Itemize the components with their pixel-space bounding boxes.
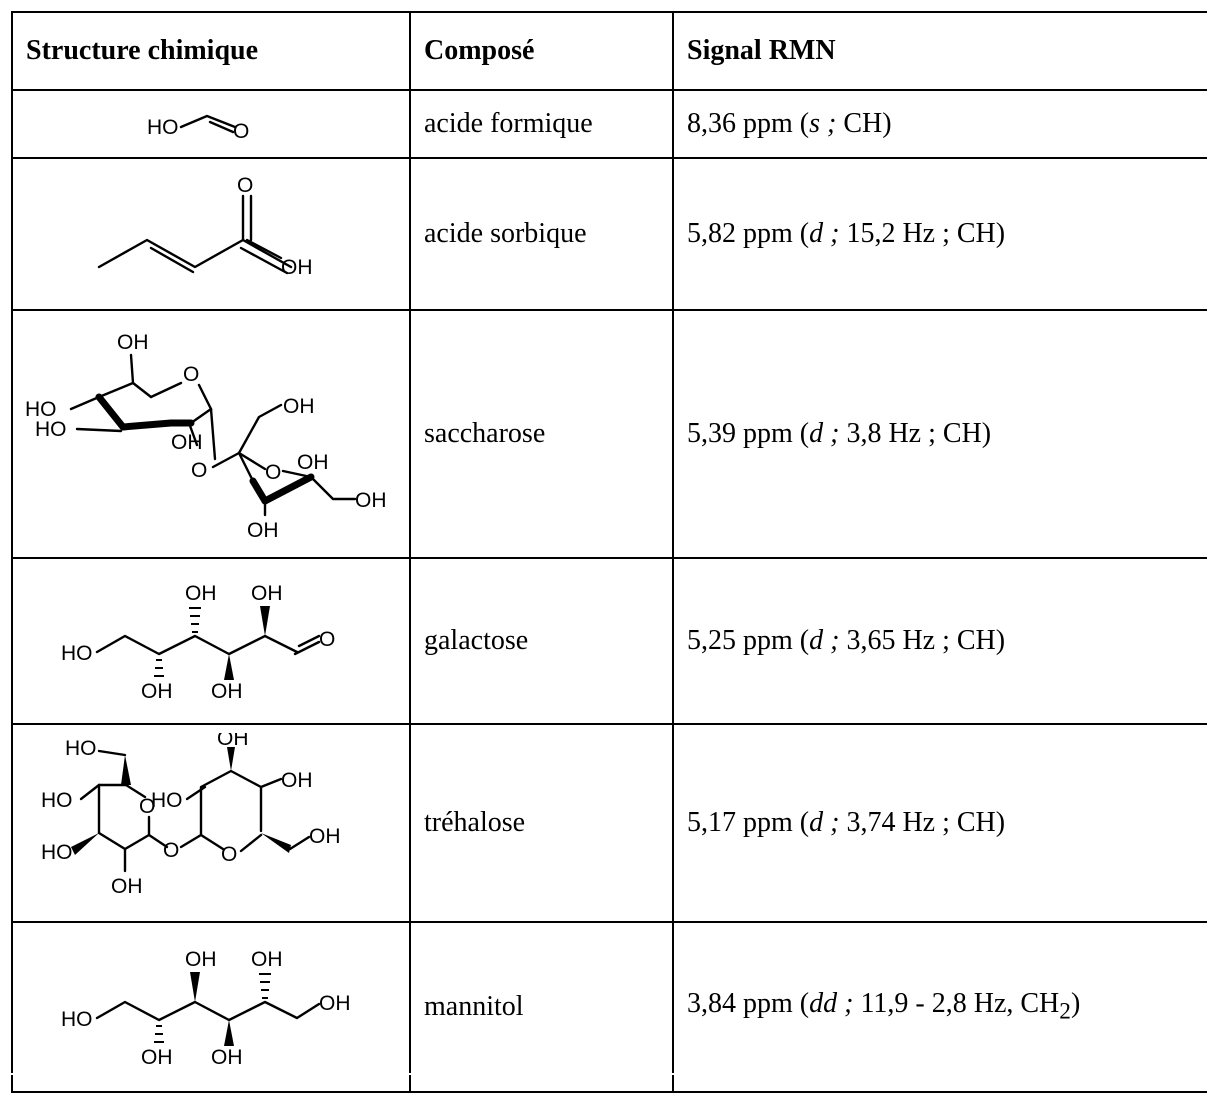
- structure-mannitol: OH OH HO OH OH OH: [11, 921, 411, 1093]
- atom-label: OH: [281, 256, 313, 279]
- atom-label: O: [221, 843, 237, 866]
- header-compound: Composé: [409, 11, 674, 91]
- compound-name: galactose: [409, 557, 674, 725]
- atom-label: OH: [251, 948, 283, 971]
- compound-name: saccharose: [409, 309, 674, 559]
- atom-label: HO: [61, 642, 93, 665]
- nmr-table: Structure chimique Composé Signal RMN HO…: [11, 11, 1207, 1093]
- hashed-bond: [259, 973, 271, 999]
- wedge-bond: [261, 833, 291, 853]
- atom-label: OH: [141, 1046, 173, 1069]
- atom-label: OH: [141, 680, 173, 703]
- wedge-bond: [224, 1020, 234, 1046]
- atom-label: OH: [185, 948, 217, 971]
- compound-name: acide sorbique: [409, 157, 674, 311]
- wedge-bond: [71, 833, 99, 855]
- wedge-bond: [190, 972, 200, 1002]
- table-row: OH O HO HO OH O OH: [11, 309, 1207, 559]
- structure-trehalose: HO O HO HO OH O HO: [11, 723, 411, 923]
- atom-label: OH: [211, 1046, 243, 1069]
- compound-name: tréhalose: [409, 723, 674, 923]
- table-row: OH OH HO O: [11, 557, 1207, 725]
- atom-label: OH: [211, 680, 243, 703]
- nmr-signal: 5,25 ppm (d ; 3,65 Hz ; CH): [672, 557, 1207, 725]
- atom-label: HO: [25, 398, 57, 421]
- atom-label: O: [139, 795, 155, 818]
- table-header-row: Structure chimique Composé Signal RMN: [11, 11, 1207, 91]
- atom-label: O: [183, 363, 199, 386]
- atom-label: OH: [297, 451, 329, 474]
- table-row: OH OH HO OH OH OH: [11, 921, 1207, 1093]
- atom-label: HO: [41, 789, 73, 812]
- wedge-bond: [227, 747, 235, 771]
- compound-name: acide formique: [409, 89, 674, 159]
- table-row: HO O HO HO OH O HO: [11, 723, 1207, 923]
- atom-label: O: [319, 628, 335, 651]
- atom-label: OH: [355, 489, 387, 512]
- nmr-signal: 5,17 ppm (d ; 3,74 Hz ; CH): [672, 723, 1207, 923]
- atom-label: OH: [283, 395, 315, 418]
- table-row: O OH acide sorbique 5,82 ppm (d ; 15,2 H…: [11, 157, 1207, 311]
- wedge-bond: [121, 755, 131, 785]
- structure-formic-acid: HO O: [11, 89, 411, 159]
- compound-name: mannitol: [409, 921, 674, 1093]
- atom-label: OH: [309, 825, 341, 848]
- atom-label: OH: [185, 582, 217, 605]
- atom-label: HO: [41, 841, 73, 864]
- atom-label: OH: [117, 331, 149, 354]
- atom-label: HO: [147, 116, 179, 139]
- atom-label: OH: [247, 519, 279, 542]
- atom-label: OH: [251, 582, 283, 605]
- wedge-bond: [224, 654, 234, 680]
- atom-label: HO: [151, 789, 183, 812]
- hashed-bond: [189, 607, 201, 633]
- header-structure: Structure chimique: [11, 11, 411, 91]
- atom-label: OH: [319, 992, 351, 1015]
- atom-label: OH: [111, 875, 143, 898]
- galactose-structure-drawing: OH OH HO O: [61, 582, 335, 703]
- atom-label: O: [233, 120, 249, 143]
- trehalose-structure-drawing: HO O HO HO OH O HO: [41, 733, 341, 898]
- atom-label: OH: [217, 733, 249, 750]
- formic-acid-structure-drawing: HO O: [147, 114, 249, 143]
- structure-sorbic-acid: O OH: [11, 157, 411, 311]
- atom-label: O: [191, 459, 207, 482]
- nmr-signal: 3,84 ppm (dd ; 11,9 - 2,8 Hz, CH2): [672, 921, 1207, 1093]
- sucrose-structure-drawing: OH O HO HO OH O OH: [25, 331, 387, 542]
- structure-galactose: OH OH HO O: [11, 557, 411, 725]
- table-row: HO O acide formique 8,36 ppm (s ; CH): [11, 89, 1207, 159]
- wedge-bond: [260, 606, 270, 636]
- atom-label: OH: [281, 769, 313, 792]
- header-signal: Signal RMN: [672, 11, 1207, 91]
- nmr-signal: 8,36 ppm (s ; CH): [672, 89, 1207, 159]
- atom-label: HO: [61, 1008, 93, 1031]
- atom-label: O: [163, 839, 179, 862]
- nmr-signal: 5,39 ppm (d ; 3,8 Hz ; CH): [672, 309, 1207, 559]
- atom-label: O: [265, 461, 281, 484]
- nmr-signal: 5,82 ppm (d ; 15,2 Hz ; CH): [672, 157, 1207, 311]
- atom-label: OH: [171, 431, 203, 454]
- atom-label: HO: [65, 737, 97, 760]
- sorbic-acid-structure-drawing: O OH: [97, 174, 313, 279]
- structure-sucrose: OH O HO HO OH O OH: [11, 309, 411, 559]
- hashed-bond: [154, 1025, 164, 1043]
- atom-label: O: [237, 174, 253, 197]
- atom-label: HO: [35, 418, 67, 441]
- mannitol-structure-drawing: OH OH HO OH OH OH: [61, 948, 351, 1069]
- hashed-bond: [154, 659, 164, 677]
- page-cut: [0, 1073, 1207, 1075]
